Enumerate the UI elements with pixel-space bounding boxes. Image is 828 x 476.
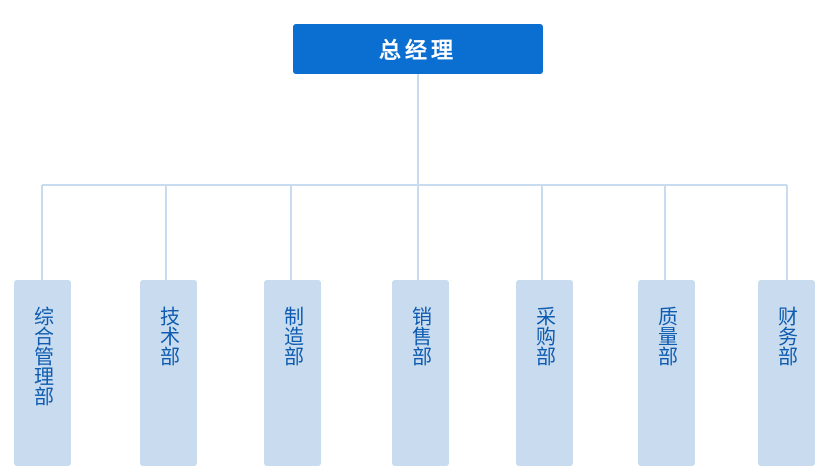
dept-box-manufacturing: 制造部 (264, 280, 321, 466)
dept-box-sales: 销售部 (392, 280, 449, 466)
dept-label: 制造部 (280, 306, 305, 366)
dept-label: 销售部 (408, 306, 433, 366)
general-manager-label: 总经理 (378, 39, 457, 64)
dept-label: 采购部 (532, 306, 557, 366)
dept-box-general-admin: 综合管理部 (14, 280, 71, 466)
dept-box-technology: 技术部 (140, 280, 197, 466)
dept-label: 技术部 (156, 306, 181, 366)
dept-label: 财务部 (774, 306, 799, 366)
dept-box-finance: 财务部 (758, 280, 815, 466)
dept-label: 综合管理部 (30, 306, 55, 406)
dept-box-procurement: 采购部 (516, 280, 573, 466)
general-manager-box: 总经理 (293, 24, 543, 74)
dept-box-quality: 质量部 (638, 280, 695, 466)
dept-label: 质量部 (654, 306, 679, 366)
